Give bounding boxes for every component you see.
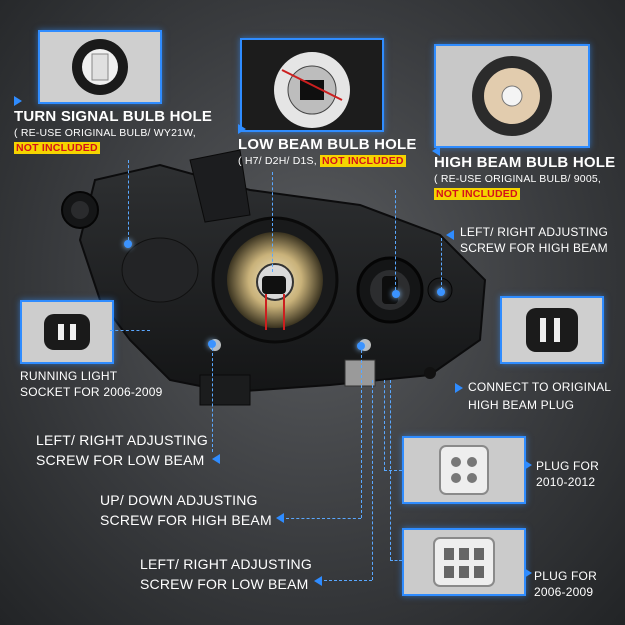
- high-beam-plug-photo: [500, 296, 604, 364]
- plug-2006-line2: 2006-2009: [534, 585, 594, 599]
- running-light-leader: [110, 330, 150, 331]
- lr-high-screw-marker: [437, 288, 445, 296]
- plug-2010-leader: [384, 380, 385, 470]
- plug-2006-leader-h: [390, 560, 402, 561]
- turn-signal-callout: TURN SIGNAL BULB HOLE ( RE-USE ORIGINAL …: [14, 108, 234, 156]
- low-beam-callout: LOW BEAM BULB HOLE ( H7/ D2H/ D1S, NOT I…: [238, 136, 438, 169]
- ud-high-line2: SCREW FOR HIGH BEAM: [100, 512, 272, 528]
- high-beam-title: HIGH BEAM BULB HOLE: [434, 154, 616, 171]
- ud-high-leader-h: [286, 518, 361, 519]
- high-beam-warning: NOT INCLUDED: [434, 188, 520, 200]
- turn-signal-warning: NOT INCLUDED: [14, 142, 100, 154]
- low-beam-arrow: [238, 124, 246, 134]
- lr-low-1-line1: LEFT/ RIGHT ADJUSTING: [36, 432, 208, 448]
- plug-2006-callout: PLUG FOR 2006-2009: [534, 568, 624, 600]
- plug-2010-photo: [402, 436, 526, 504]
- plug-2006-photo: [402, 528, 526, 596]
- lr-low-2-line1: LEFT/ RIGHT ADJUSTING: [140, 556, 312, 572]
- lr-low-2-leader-h: [324, 580, 372, 581]
- plug-2010-arrow: [524, 460, 532, 470]
- running-light-line1: RUNNING LIGHT: [20, 369, 118, 383]
- lr-low-2-callout: LEFT/ RIGHT ADJUSTING SCREW FOR LOW BEAM: [140, 554, 340, 594]
- high-beam-photo: [434, 44, 590, 148]
- turn-signal-marker: [124, 240, 132, 248]
- plug-2006-leader: [390, 380, 391, 560]
- connect-high-line2: HIGH BEAM PLUG: [468, 398, 575, 412]
- plug-2006-arrow: [524, 568, 532, 578]
- low-beam-title: LOW BEAM BULB HOLE: [238, 136, 417, 153]
- ud-high-leader: [361, 350, 362, 518]
- lr-high-line2: SCREW FOR HIGH BEAM: [460, 241, 608, 255]
- turn-signal-title: TURN SIGNAL BULB HOLE: [14, 108, 213, 125]
- plug-2010-line2: 2010-2012: [536, 475, 596, 489]
- lr-low-1-arrow: [212, 454, 220, 464]
- ud-high-arrow: [276, 513, 284, 523]
- lr-high-leader: [441, 238, 442, 290]
- lr-high-arrow: [446, 230, 454, 240]
- high-beam-arrow: [432, 146, 440, 156]
- ud-high-callout: UP/ DOWN ADJUSTING SCREW FOR HIGH BEAM: [100, 490, 300, 530]
- lr-low-1-line2: SCREW FOR LOW BEAM: [36, 452, 205, 468]
- low-beam-note: ( H7/ D2H/ D1S,: [238, 155, 317, 167]
- lr-low-1-leader: [212, 348, 213, 452]
- connect-high-line1: CONNECT TO ORIGINAL: [468, 380, 612, 394]
- lr-low-2-leader: [372, 380, 373, 580]
- turn-signal-photo: [38, 30, 162, 104]
- plug-2006-line1: PLUG FOR: [534, 569, 597, 583]
- turn-signal-arrow: [14, 96, 22, 106]
- lr-high-line1: LEFT/ RIGHT ADJUSTING: [460, 225, 608, 239]
- plug-2010-line1: PLUG FOR: [536, 459, 599, 473]
- low-beam-leader: [272, 172, 273, 272]
- turn-signal-leader: [128, 160, 129, 240]
- high-beam-callout: HIGH BEAM BULB HOLE ( RE-USE ORIGINAL BU…: [434, 154, 624, 202]
- lr-low-2-line2: SCREW FOR LOW BEAM: [140, 576, 309, 592]
- low-beam-photo: [240, 38, 384, 132]
- lr-low-1-callout: LEFT/ RIGHT ADJUSTING SCREW FOR LOW BEAM: [36, 430, 236, 470]
- plug-2010-callout: PLUG FOR 2010-2012: [536, 458, 616, 490]
- ud-high-screw-marker: [357, 342, 365, 350]
- high-socket-marker: [392, 290, 400, 298]
- running-light-line2: SOCKET FOR 2006-2009: [20, 385, 163, 399]
- low-beam-warning: NOT INCLUDED: [319, 155, 406, 167]
- connect-high-callout: CONNECT TO ORIGINAL HIGH BEAM PLUG: [468, 378, 623, 414]
- high-beam-note: ( RE-USE ORIGINAL BULB/ 9005,: [434, 173, 602, 185]
- running-light-callout: RUNNING LIGHT SOCKET FOR 2006-2009: [20, 368, 190, 400]
- connect-high-arrow: [455, 383, 463, 393]
- turn-signal-note: ( RE-USE ORIGINAL BULB/ WY21W,: [14, 127, 196, 139]
- lr-low-screw-marker: [208, 340, 216, 348]
- ud-high-line1: UP/ DOWN ADJUSTING: [100, 492, 258, 508]
- lr-high-callout: LEFT/ RIGHT ADJUSTING SCREW FOR HIGH BEA…: [460, 224, 625, 256]
- high-beam-leader: [395, 190, 396, 290]
- running-light-photo: [20, 300, 114, 364]
- plug-2010-leader-h: [384, 470, 402, 471]
- lr-low-2-arrow: [314, 576, 322, 586]
